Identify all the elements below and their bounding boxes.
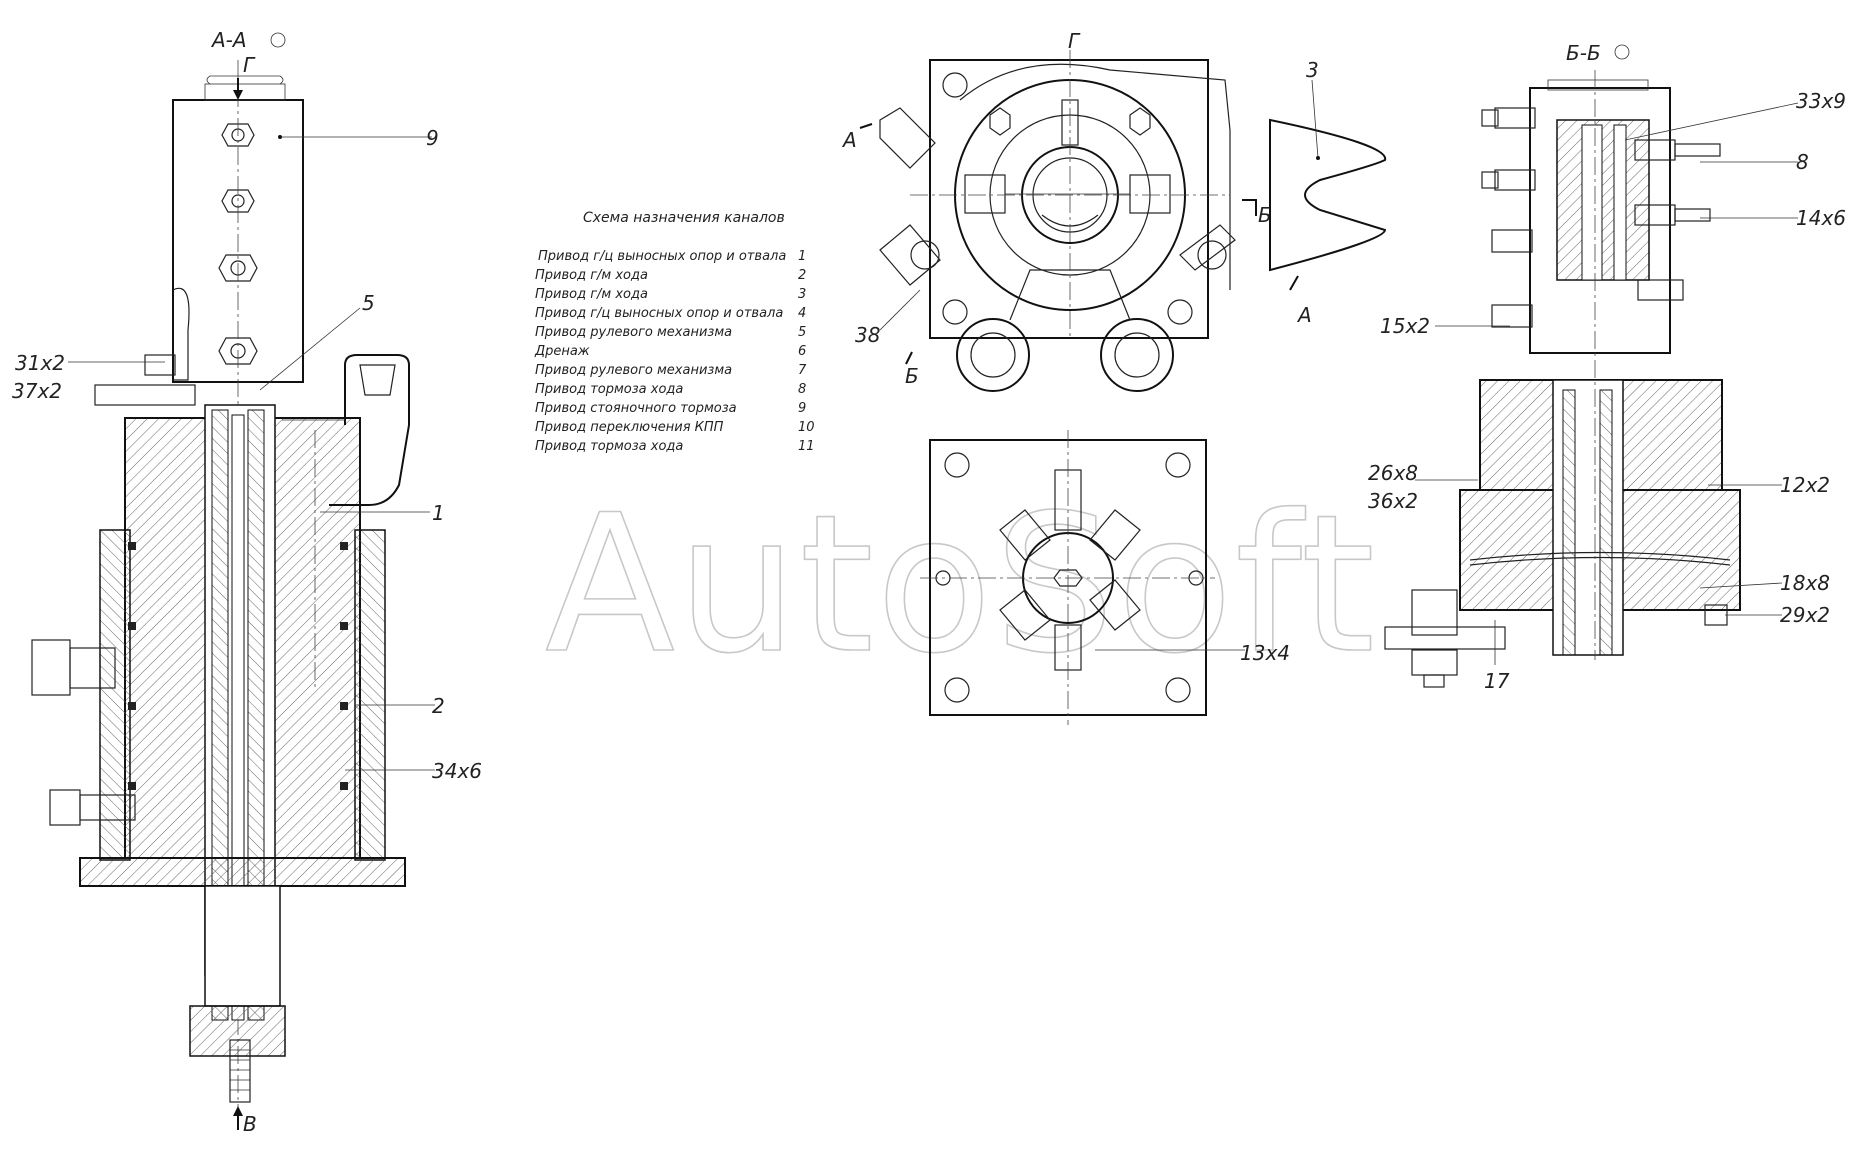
label-part-1: 1 — [432, 501, 445, 525]
label-part-9: 9 — [426, 126, 439, 150]
label-part-17: 17 — [1484, 669, 1510, 693]
channel-name: Привод тормоза хода — [535, 439, 683, 454]
channel-row: Привод переключения КПП 10 — [535, 420, 815, 435]
channel-name: Привод рулевого механизма — [535, 363, 732, 378]
cut-a-left: А — [841, 128, 857, 152]
section-aa-view — [31, 32, 410, 1130]
view-g — [859, 50, 1299, 392]
watermark: AutoSoft — [545, 474, 1377, 695]
channel-name: Дренаж — [534, 344, 590, 359]
channel-num: 1 — [798, 249, 806, 264]
channel-row: Привод г/ц выносных опор и отвала 1 — [538, 249, 806, 264]
channel-num: 8 — [798, 382, 806, 397]
channel-scheme: Схема назначения каналов Привод г/ц выно… — [534, 210, 815, 454]
channel-row: Привод г/м хода 2 — [535, 268, 806, 283]
label-part-3: 3 — [1306, 58, 1319, 82]
label-part-2: 2 — [432, 694, 445, 718]
section-aa-title: А-А — [210, 28, 247, 52]
view-g-title: Г — [1068, 29, 1081, 53]
channel-num: 5 — [798, 325, 806, 340]
channel-num: 9 — [798, 401, 806, 416]
arrow-g-label: Г — [243, 53, 256, 77]
channel-scheme-title: Схема назначения каналов — [583, 210, 785, 226]
channel-num: 7 — [798, 363, 807, 378]
label-part-29: 29х2 — [1780, 603, 1830, 627]
arrow-v-label: В — [243, 1112, 257, 1136]
channel-name: Привод тормоза хода — [535, 382, 683, 397]
cut-b-left: Б — [905, 364, 919, 388]
label-part-26: 26х8 — [1368, 461, 1418, 485]
channel-row: Привод г/м хода 3 — [535, 287, 806, 302]
channel-row: Привод тормоза хода 8 — [535, 382, 806, 397]
channel-row: Привод рулевого механизма 5 — [535, 325, 806, 340]
channel-name: Привод переключения КПП — [535, 420, 724, 435]
channel-num: 11 — [798, 439, 815, 454]
channel-row: Привод г/ц выносных опор и отвала 4 — [535, 306, 806, 321]
label-part-36: 36х2 — [1368, 489, 1418, 513]
cut-a-right: А — [1296, 303, 1312, 327]
label-part-34: 34х6 — [432, 759, 482, 783]
channel-name: Привод стояночного тормоза — [535, 401, 737, 416]
channel-name: Привод рулевого механизма — [535, 325, 732, 340]
channel-num: 3 — [798, 287, 806, 302]
channel-row: Привод рулевого механизма 7 — [535, 363, 807, 378]
channel-row: Привод стояночного тормоза 9 — [535, 401, 806, 416]
channel-row: Дренаж 6 — [534, 344, 806, 359]
leaders-left — [68, 136, 435, 771]
label-part-18: 18х8 — [1780, 571, 1830, 595]
channel-name: Привод г/м хода — [535, 287, 648, 302]
label-part-31: 31х2 — [15, 351, 65, 375]
flange-view — [920, 430, 1215, 725]
section-bb-view — [1384, 70, 1741, 688]
label-part-5: 5 — [362, 291, 375, 315]
channel-name: Привод г/ц выносных опор и отвала — [535, 306, 783, 321]
label-part-8: 8 — [1796, 150, 1809, 174]
label-part-14: 14х6 — [1796, 206, 1846, 230]
label-part-37: 37х2 — [12, 379, 62, 403]
channel-name: Привод г/ц выносных опор и отвала — [538, 249, 786, 264]
label-part-13: 13х4 — [1240, 641, 1290, 665]
cut-b-right: Б — [1258, 203, 1272, 227]
channel-num: 2 — [798, 268, 806, 283]
channel-num: 6 — [798, 344, 806, 359]
part-3-bracket — [1269, 118, 1387, 272]
label-part-12: 12х2 — [1780, 473, 1830, 497]
channel-num: 4 — [798, 306, 806, 321]
channel-name: Привод г/м хода — [535, 268, 648, 283]
channel-row: Привод тормоза хода 11 — [535, 439, 815, 454]
channel-num: 10 — [798, 420, 815, 435]
label-part-15: 15х2 — [1380, 314, 1430, 338]
leaders-right — [1415, 102, 1799, 665]
label-part-33: 33х9 — [1796, 89, 1846, 113]
label-part-38: 38 — [855, 323, 880, 347]
section-bb-title: Б-Б — [1566, 41, 1601, 65]
